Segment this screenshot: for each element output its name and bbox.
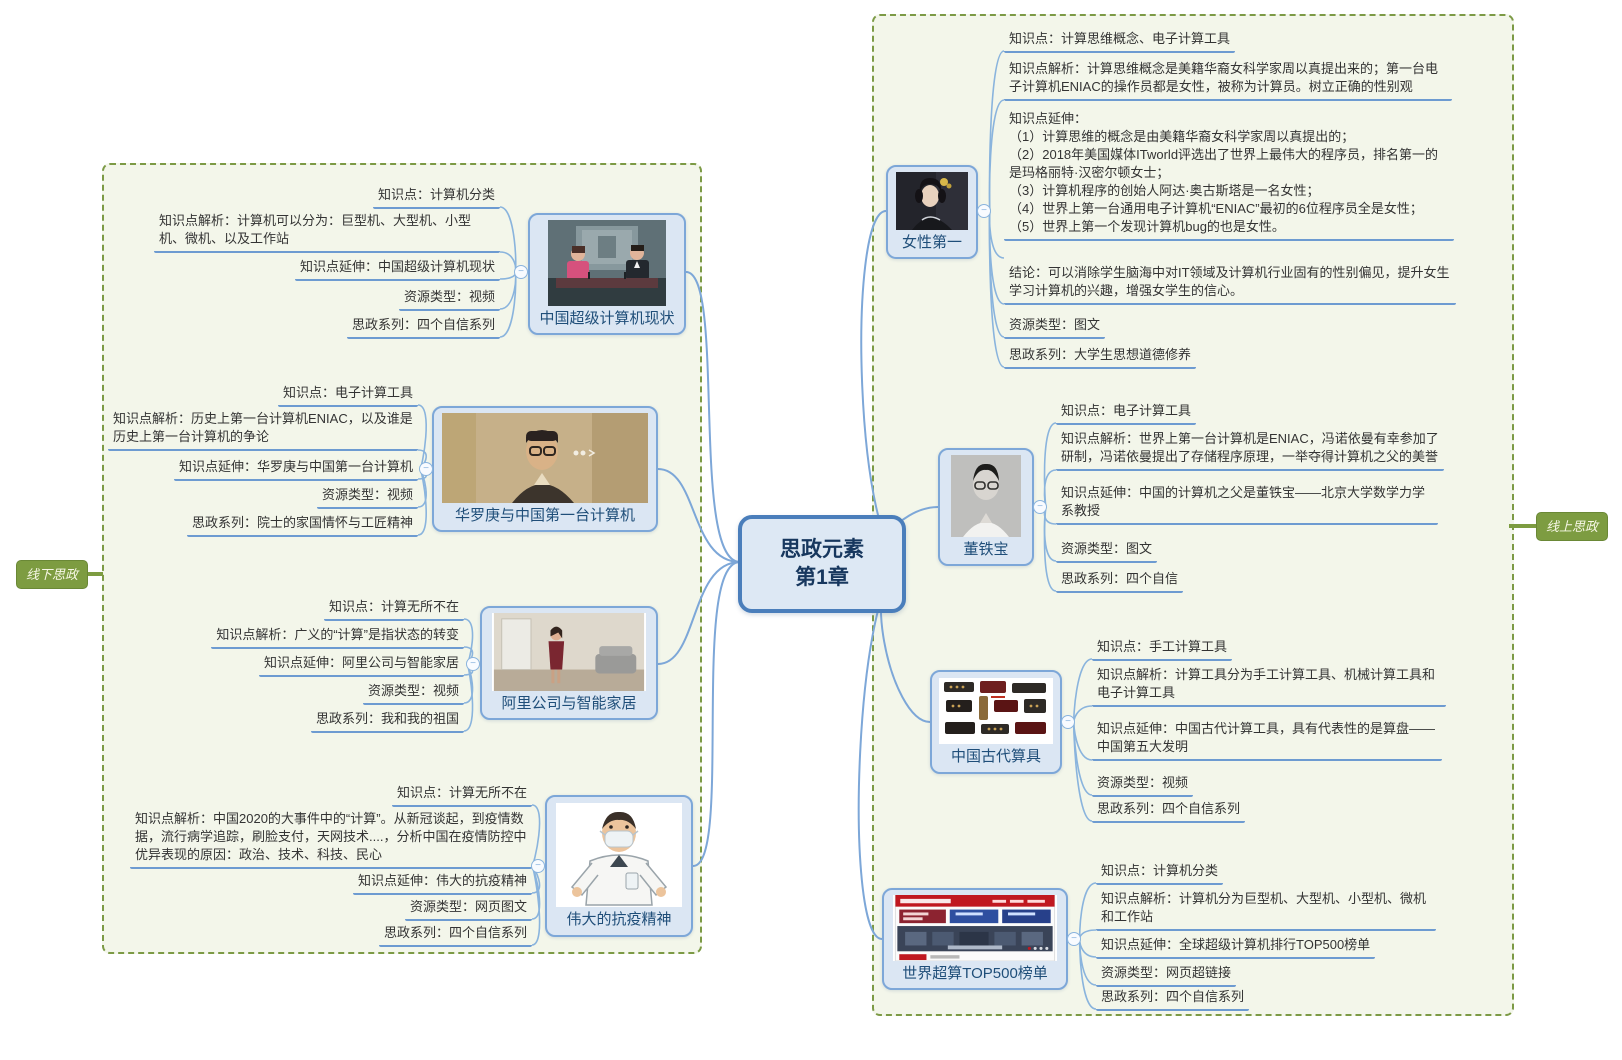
subtopic[interactable]: 思政系列：院士的家国情怀与工匠精神 bbox=[186, 514, 418, 537]
subtopic[interactable]: 知识点：电子计算工具 bbox=[1056, 402, 1197, 425]
branch-antiepidemic[interactable]: 伟大的抗疫精神 bbox=[545, 795, 693, 937]
subtopic[interactable]: 思政系列：四个自信系列 bbox=[1096, 988, 1250, 1011]
subtopic[interactable]: 知识点：计算无所不在 bbox=[323, 598, 464, 621]
subtopic[interactable]: 知识点：电子计算工具 bbox=[277, 384, 418, 407]
subtopic[interactable]: 知识点解析：计算机分为巨型机、大型机、小型机、微机和工作站 bbox=[1096, 890, 1436, 931]
subtopic[interactable]: 知识点延伸：中国超级计算机现状 bbox=[294, 258, 500, 281]
subtopic[interactable]: 资源类型：视频 bbox=[398, 288, 500, 311]
subtopic[interactable]: 知识点解析：计算思维概念是美籍华裔女科学家周以真提出来的；第一台电子计算机ENI… bbox=[1004, 60, 1452, 101]
branch-title: 阿里公司与智能家居 bbox=[501, 695, 637, 712]
subtopic[interactable]: 资源类型：网页超链接 bbox=[1096, 964, 1237, 987]
ancient-calculating-tools-image bbox=[939, 678, 1053, 744]
subtopic[interactable]: 知识点解析：计算工具分为手工计算工具、机械计算工具和电子计算工具 bbox=[1092, 666, 1446, 707]
subtopic[interactable]: 思政系列：大学生思想道德修养 bbox=[1004, 346, 1197, 369]
subtopic[interactable]: 思政系列：我和我的祖国 bbox=[310, 710, 464, 733]
branch-top500[interactable]: 世界超算TOP500榜单 bbox=[882, 888, 1068, 990]
smart-home-image bbox=[492, 613, 646, 691]
vintage-portrait-image bbox=[442, 413, 648, 503]
subtopic[interactable]: 知识点解析：历史上第一台计算机ENIAC，以及谁是历史上第一台计算机的争论 bbox=[108, 410, 418, 451]
central-topic-line1: 思政元素 bbox=[780, 537, 864, 561]
collapse-icon[interactable]: − bbox=[1067, 932, 1081, 946]
branch-title: 世界超算TOP500榜单 bbox=[902, 965, 1048, 982]
subtopic[interactable]: 资源类型：网页图文 bbox=[404, 898, 532, 921]
subtopic[interactable]: 知识点延伸：中国古代计算工具，具有代表性的是算盘——中国第五大发明 bbox=[1092, 720, 1442, 761]
subtopic[interactable]: 知识点：计算无所不在 bbox=[391, 784, 532, 807]
branch-title: 伟大的抗疫精神 bbox=[566, 911, 672, 928]
collapse-icon[interactable]: − bbox=[977, 204, 991, 218]
collapse-icon[interactable]: − bbox=[514, 265, 528, 279]
central-topic-line2: 第1章 bbox=[795, 566, 849, 589]
subtopic[interactable]: 知识点延伸：华罗庚与中国第一台计算机 bbox=[173, 458, 418, 481]
branch-dongtiebao[interactable]: 董铁宝 bbox=[938, 448, 1034, 566]
central-topic[interactable]: 思政元素 第1章 bbox=[738, 515, 906, 613]
branch-title: 中国古代算具 bbox=[950, 748, 1041, 765]
subtopic[interactable]: 知识点延伸：全球超级计算机排行TOP500榜单 bbox=[1096, 936, 1376, 959]
subtopic[interactable]: 知识点延伸：中国的计算机之父是董铁宝——北京大学数学力学系教授 bbox=[1056, 484, 1438, 525]
subtopic[interactable]: 资源类型：图文 bbox=[1004, 316, 1106, 339]
subtopic[interactable]: 资源类型：图文 bbox=[1056, 540, 1158, 563]
subtopic[interactable]: 资源类型：视频 bbox=[1092, 774, 1194, 797]
collapse-icon[interactable]: − bbox=[1033, 500, 1047, 514]
collapse-icon[interactable]: − bbox=[419, 462, 433, 476]
subtopic[interactable]: 思政系列：四个自信 bbox=[1056, 570, 1184, 593]
subtopic[interactable]: 知识点延伸：伟大的抗疫精神 bbox=[352, 872, 532, 895]
subtopic[interactable]: 思政系列：四个自信系列 bbox=[378, 924, 532, 947]
anti-epidemic-doctor-image bbox=[556, 803, 682, 907]
branch-china-supercomputer[interactable]: 中国超级计算机现状 bbox=[528, 213, 686, 335]
subtopic[interactable]: 知识点解析：中国2020的大事件中的“计算”。从新冠谈起，到疫情数据，流行病学追… bbox=[130, 810, 532, 869]
branch-title: 董铁宝 bbox=[963, 541, 1009, 558]
branch-ancient-tools[interactable]: 中国古代算具 bbox=[930, 670, 1062, 774]
collapse-icon[interactable]: − bbox=[1061, 715, 1075, 729]
top500-website-image bbox=[893, 895, 1057, 961]
branch-women-first[interactable]: 女性第一 bbox=[886, 165, 978, 259]
subtopic[interactable]: 知识点解析：计算机可以分为：巨型机、大型机、小型机、微机、以及工作站 bbox=[154, 212, 500, 253]
subtopic[interactable]: 知识点解析：广义的“计算”是指状态的转变 bbox=[211, 626, 464, 649]
collapse-icon[interactable]: − bbox=[531, 859, 545, 873]
ada-lovelace-portrait-image bbox=[896, 172, 968, 230]
dong-tiebao-photo-image bbox=[951, 455, 1021, 537]
subtopic[interactable]: 思政系列：四个自信系列 bbox=[1092, 800, 1246, 823]
subtopic[interactable]: 结论：可以消除学生脑海中对IT领域及计算机行业固有的性别偏见，提升女生学习计算机… bbox=[1004, 264, 1456, 305]
subtopic[interactable]: 思政系列：四个自信系列 bbox=[346, 316, 500, 339]
branch-title: 女性第一 bbox=[901, 234, 962, 251]
news-studio-image bbox=[548, 220, 666, 306]
branch-ali-smarthome[interactable]: 阿里公司与智能家居 bbox=[480, 606, 658, 720]
subtopic[interactable]: 资源类型：视频 bbox=[362, 682, 464, 705]
subtopic[interactable]: 知识点：计算思维概念、电子计算工具 bbox=[1004, 30, 1236, 53]
subtopic[interactable]: 知识点：计算机分类 bbox=[1096, 862, 1224, 885]
collapse-icon[interactable]: − bbox=[466, 657, 480, 671]
subtopic[interactable]: 知识点：计算机分类 bbox=[372, 186, 500, 209]
online-label[interactable]: 线上思政 bbox=[1536, 512, 1609, 541]
offline-label[interactable]: 线下思政 bbox=[16, 560, 89, 589]
subtopic[interactable]: 知识点解析：世界上第一台计算机是ENIAC，冯诺依曼有幸参加了研制，冯诺依曼提出… bbox=[1056, 430, 1444, 471]
branch-title: 中国超级计算机现状 bbox=[539, 310, 675, 327]
branch-title: 华罗庚与中国第一台计算机 bbox=[454, 507, 635, 524]
subtopic[interactable]: 知识点延伸： （1）计算思维的概念是由美籍华裔女科学家周以真提出的； （2）20… bbox=[1004, 110, 1454, 241]
branch-hualuogeng[interactable]: 华罗庚与中国第一台计算机 bbox=[432, 406, 658, 532]
subtopic[interactable]: 知识点延伸：阿里公司与智能家居 bbox=[258, 654, 464, 677]
subtopic[interactable]: 知识点：手工计算工具 bbox=[1092, 638, 1233, 661]
subtopic[interactable]: 资源类型：视频 bbox=[316, 486, 418, 509]
